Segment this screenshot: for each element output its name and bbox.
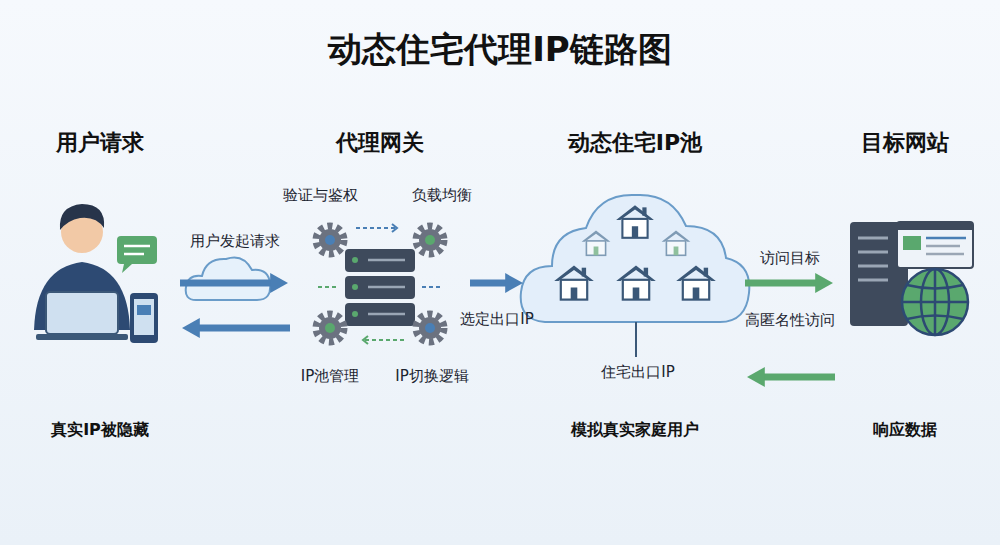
annotation-label: 负载均衡 bbox=[412, 185, 472, 205]
flow-ticks bbox=[318, 224, 442, 344]
edge-label: 访问目标 bbox=[760, 248, 820, 268]
annotation-label: IP切换逻辑 bbox=[395, 366, 468, 386]
flow-arrow bbox=[763, 374, 835, 381]
annotation-label: 验证与鉴权 bbox=[283, 185, 358, 205]
flow-arrow bbox=[198, 325, 290, 332]
user-figure bbox=[34, 204, 158, 343]
stage-column: 代理网关 bbox=[290, 125, 470, 445]
diagram-title: 动态住宅代理IP链路图 bbox=[0, 24, 1000, 74]
network-cloud bbox=[186, 257, 271, 300]
ip-pool-cloud bbox=[521, 195, 750, 357]
annotation-label: IP池管理 bbox=[301, 366, 359, 386]
stage-caption: 模拟真实家庭用户 bbox=[571, 415, 699, 445]
stage-heading: 动态住宅IP池 bbox=[568, 125, 702, 161]
stage-column: 动态住宅IP池模拟真实家庭用户 bbox=[525, 125, 745, 445]
flow-arrow bbox=[180, 280, 272, 287]
annotation-label: 高匿名性访问 bbox=[745, 310, 835, 330]
edge-label: 用户发起请求 bbox=[190, 231, 280, 251]
flow-arrow bbox=[745, 280, 817, 287]
stage-heading: 用户请求 bbox=[56, 125, 144, 161]
stage-column: 目标网站响应数据 bbox=[835, 125, 975, 445]
stage-caption: 真实IP被隐藏 bbox=[51, 415, 149, 445]
annotation-label: 住宅出口IP bbox=[601, 362, 674, 382]
stage-column: 用户请求真实IP被隐藏 bbox=[20, 125, 180, 445]
edge-label: 选定出口IP bbox=[460, 309, 533, 329]
gear-icons bbox=[316, 226, 444, 342]
gateway-server bbox=[345, 249, 415, 326]
globe-icon bbox=[902, 269, 968, 335]
stage-heading: 代理网关 bbox=[336, 125, 424, 161]
flow-arrow bbox=[470, 280, 507, 287]
stage-caption: 响应数据 bbox=[873, 415, 937, 445]
stage-heading: 目标网站 bbox=[861, 125, 949, 161]
